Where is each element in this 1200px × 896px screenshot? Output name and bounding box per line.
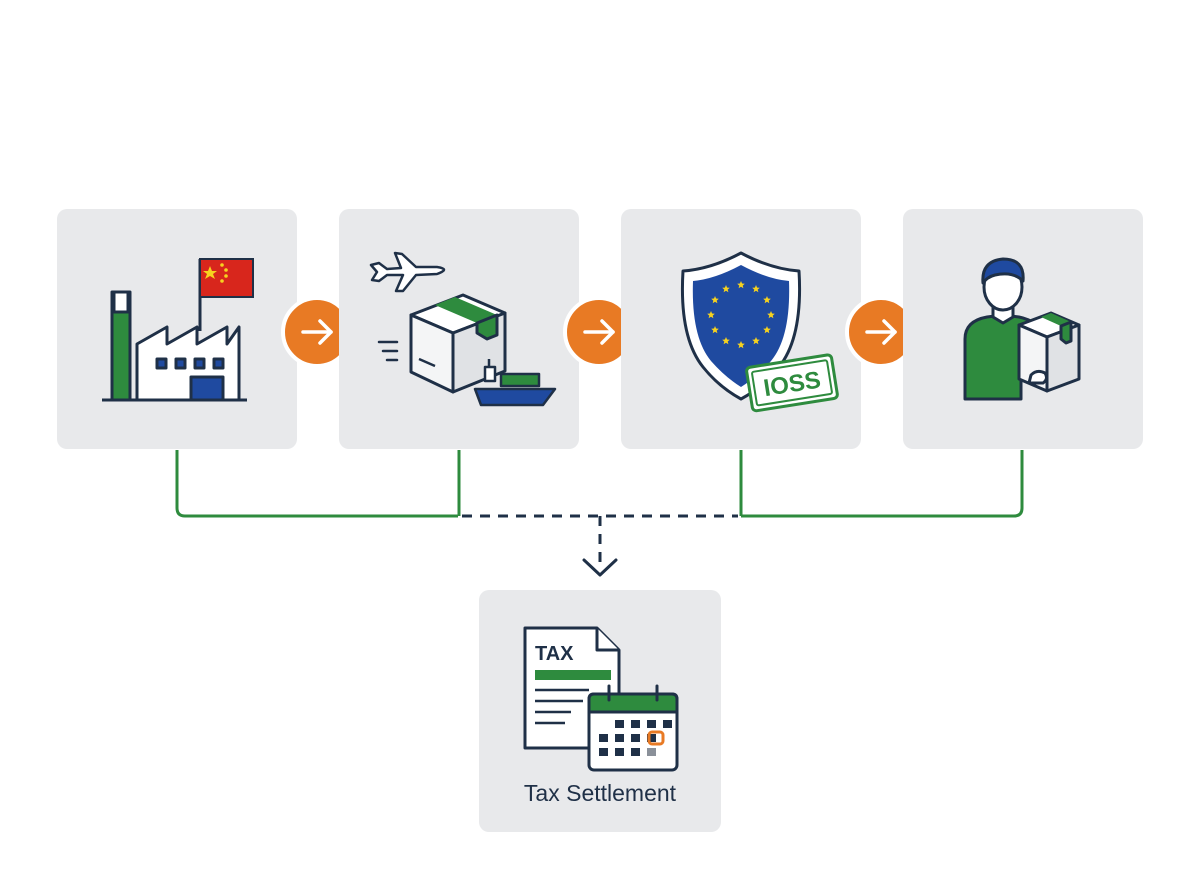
calendar-day	[647, 748, 656, 756]
eu-star	[707, 311, 715, 319]
calendar-day	[615, 734, 624, 742]
calendar-day	[599, 734, 608, 742]
calendar-day	[631, 734, 640, 742]
eu-star	[763, 296, 771, 304]
factory-icon	[102, 258, 254, 402]
eu-shield-icon: IOSS	[680, 251, 839, 413]
tax-settlement-card: TAX Tax Settlement	[479, 590, 721, 832]
tax-calendar-icon: TAX	[523, 626, 679, 772]
package-box-icon	[409, 293, 507, 394]
highlighted-date	[647, 730, 665, 746]
eu-star	[752, 337, 760, 345]
package-box-icon	[1017, 311, 1081, 393]
calendar-day	[615, 748, 624, 756]
calendar-day	[615, 720, 624, 728]
tax-settlement-label: Tax Settlement	[523, 780, 677, 806]
eu-star	[711, 296, 719, 304]
connector-customer	[741, 450, 1024, 518]
calendar-day	[631, 748, 640, 756]
eu-star	[763, 326, 771, 334]
step-factory-card	[57, 209, 297, 449]
china-flag-icon	[199, 258, 254, 298]
step-ioss-card: IOSS	[621, 209, 861, 449]
calendar-day	[599, 748, 608, 756]
eu-star	[711, 326, 719, 334]
eu-star	[752, 285, 760, 293]
customer-with-package-icon	[963, 257, 1081, 401]
tax-document-text: TAX	[535, 643, 574, 665]
calendar-day	[663, 720, 672, 728]
calendar-day	[631, 720, 640, 728]
eu-star	[722, 337, 730, 345]
calendar-day	[647, 734, 656, 742]
eu-star	[737, 341, 745, 349]
connector-factory	[175, 450, 458, 518]
step-shipping-card	[339, 209, 579, 449]
down-arrowhead	[582, 558, 618, 577]
eu-star	[737, 281, 745, 289]
eu-star	[767, 311, 775, 319]
step-customer-card	[903, 209, 1143, 449]
airplane-icon	[369, 251, 446, 293]
eu-star	[722, 285, 730, 293]
calendar-grid	[599, 720, 672, 756]
shipping-icon	[369, 251, 557, 407]
ship-icon	[473, 359, 557, 407]
calendar-day	[647, 720, 656, 728]
eu-stars	[707, 281, 775, 349]
